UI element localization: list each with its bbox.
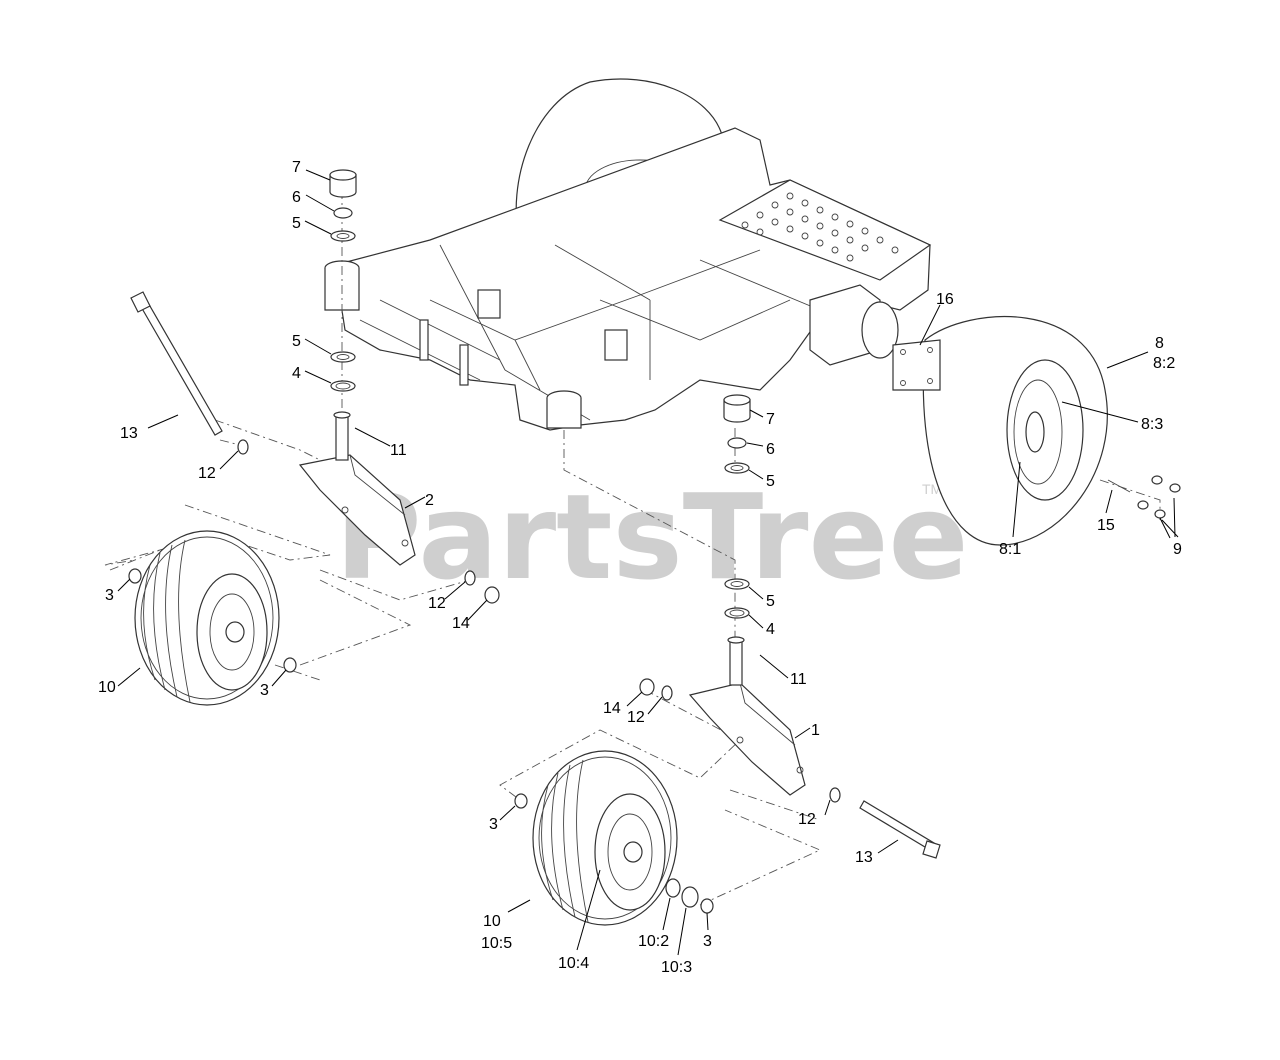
callout-9: 9 xyxy=(1173,541,1182,558)
caster-fork-right xyxy=(688,636,806,796)
callout-1: 1 xyxy=(811,722,820,739)
callout-8-3: 8:3 xyxy=(1141,416,1163,433)
callout-12-upper: 12 xyxy=(198,465,216,482)
caster-wheel-right xyxy=(532,750,678,926)
callout-14-left: 14 xyxy=(452,615,470,632)
callout-5-lower-a: 5 xyxy=(766,473,775,490)
callout-3-right-b: 3 xyxy=(703,933,712,950)
callout-12-right: 12 xyxy=(627,709,645,726)
washers-spacers xyxy=(128,439,841,914)
axle-bolt-lower xyxy=(859,800,941,859)
callout-10-3: 10:3 xyxy=(661,959,692,976)
callout-10-right: 10 xyxy=(483,913,501,930)
callout-5-upper-a: 5 xyxy=(292,215,301,232)
caster-wheel-left xyxy=(134,530,280,706)
callout-8: 8 xyxy=(1155,335,1164,352)
callout-10-5: 10:5 xyxy=(481,935,512,952)
callout-10-left: 10 xyxy=(98,679,116,696)
drive-tire-right xyxy=(892,315,1131,546)
callout-2: 2 xyxy=(425,492,434,509)
callout-15: 15 xyxy=(1097,517,1115,534)
callout-3-right-a: 3 xyxy=(489,816,498,833)
callout-10-2: 10:2 xyxy=(638,933,669,950)
callout-4-upper: 4 xyxy=(292,365,301,382)
right-column-hardware xyxy=(723,394,751,619)
callout-11-lower: 11 xyxy=(790,671,807,688)
axle-bolt-upper xyxy=(130,291,223,436)
callout-10-4: 10:4 xyxy=(558,955,589,972)
callout-4-lower: 4 xyxy=(766,621,775,638)
callout-14-right: 14 xyxy=(603,700,621,717)
lug-nuts xyxy=(1137,475,1181,519)
callout-16: 16 xyxy=(936,291,954,308)
callout-labels: 7 6 5 5 4 13 12 11 2 3 3 10 12 14 7 6 5 … xyxy=(98,159,1182,976)
callout-7-lower: 7 xyxy=(766,411,775,428)
callout-12-left: 12 xyxy=(428,595,446,612)
callout-6-lower: 6 xyxy=(766,441,775,458)
callout-8-1: 8:1 xyxy=(999,541,1021,558)
mower-frame xyxy=(324,127,932,431)
callout-12-lower: 12 xyxy=(798,811,816,828)
callout-11-upper: 11 xyxy=(390,442,407,459)
watermark-brand: PartsTree xyxy=(335,468,969,606)
callout-5-lower-b: 5 xyxy=(766,593,775,610)
callout-5-upper-b: 5 xyxy=(292,333,301,350)
callout-13-lower: 13 xyxy=(855,849,873,866)
callout-7-upper: 7 xyxy=(292,159,301,176)
left-column-hardware xyxy=(329,169,357,392)
callout-3-left-a: 3 xyxy=(105,587,114,604)
callout-13-upper: 13 xyxy=(120,425,138,442)
callout-6-upper: 6 xyxy=(292,189,301,206)
callout-8-2: 8:2 xyxy=(1153,355,1175,372)
callout-3-left-b: 3 xyxy=(260,682,269,699)
leader-lines xyxy=(117,169,1179,956)
caster-fork-left xyxy=(298,411,416,566)
